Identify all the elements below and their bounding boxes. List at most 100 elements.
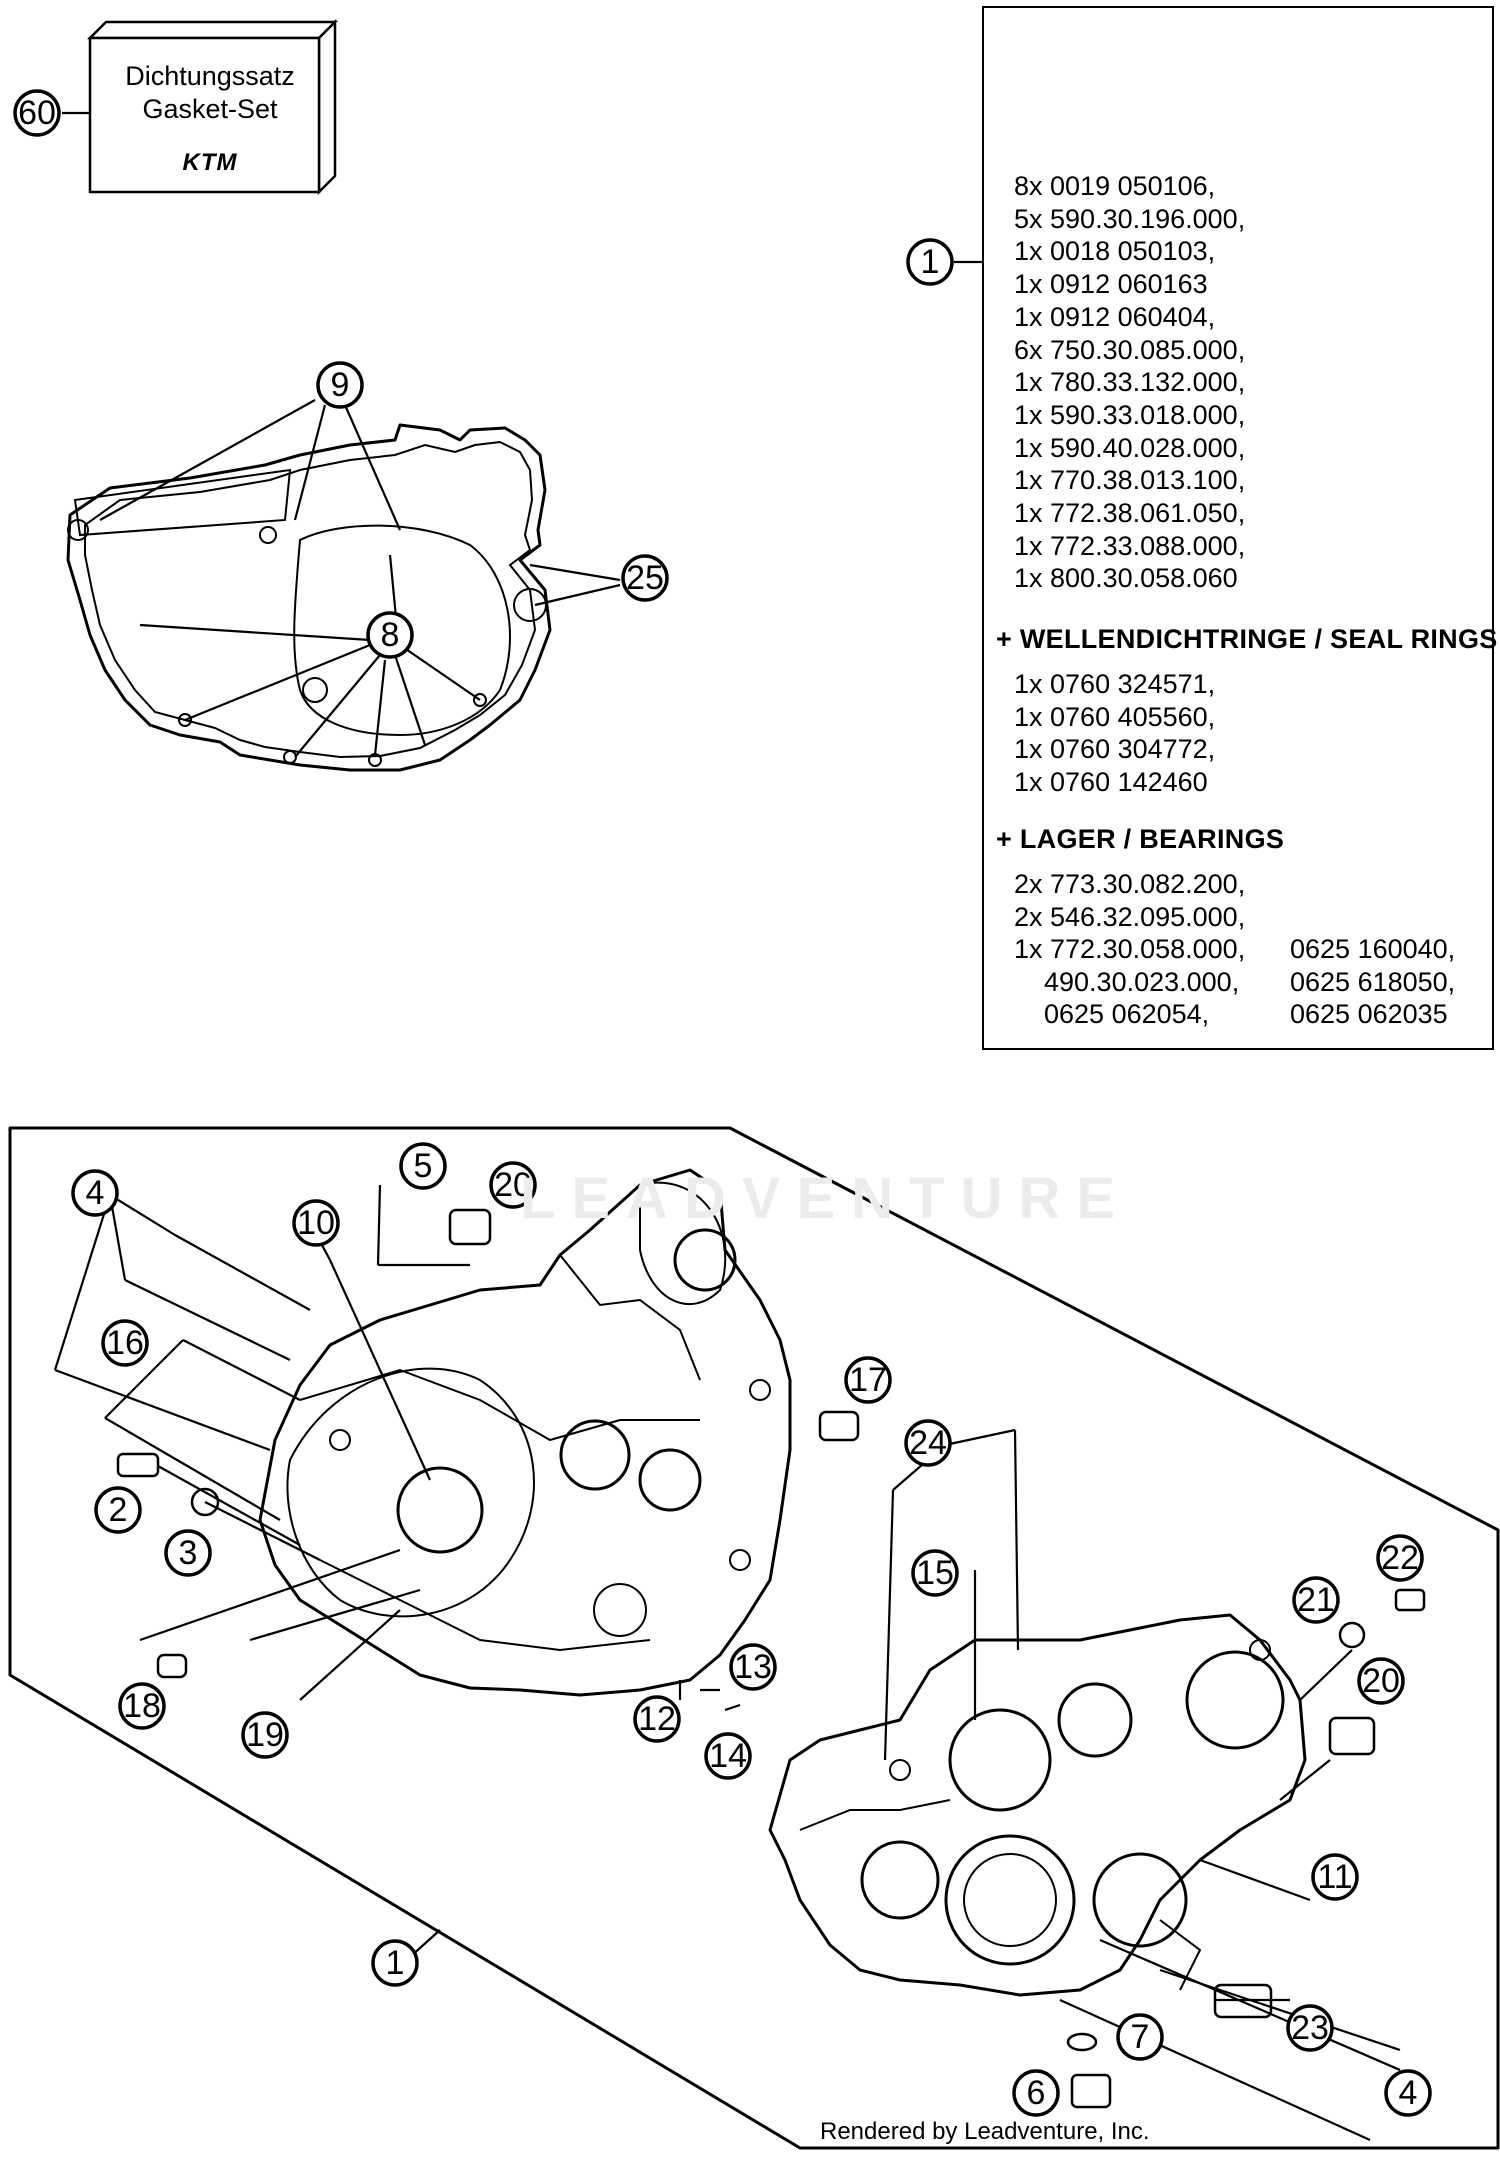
svg-text:17: 17 xyxy=(849,1361,887,1399)
callout-60[interactable]: 60 xyxy=(13,89,61,137)
svg-text:7: 7 xyxy=(1131,2018,1150,2056)
part-number-item: 8x 0019 050106, xyxy=(1014,171,1216,201)
svg-text:3: 3 xyxy=(179,1534,198,1572)
svg-text:1: 1 xyxy=(386,1944,405,1982)
bearings-header: + LAGER / BEARINGS xyxy=(996,824,1285,854)
svg-text:15: 15 xyxy=(916,1554,954,1592)
bearing-item: 0625 160040, xyxy=(1290,934,1456,964)
callout-25[interactable]: 25 xyxy=(621,554,669,602)
seal-rings-list: 1x 0760 324571,1x 0760 405560,1x 0760 30… xyxy=(1014,668,1215,798)
callout-6[interactable]: 6 xyxy=(1012,2069,1060,2117)
watermark: LEADVENTURE xyxy=(520,1166,1132,1231)
callout-10[interactable]: 10 xyxy=(292,1199,340,1247)
svg-text:13: 13 xyxy=(734,1648,772,1686)
svg-text:18: 18 xyxy=(123,1687,161,1725)
callout-1[interactable]: 1 xyxy=(371,1939,419,1987)
bearing-item: 1x 772.30.058.000, xyxy=(1014,934,1246,964)
dowel-pin-2 xyxy=(116,1452,160,1478)
bearing-item: 2x 546.32.095.000, xyxy=(1014,901,1246,932)
svg-text:4: 4 xyxy=(86,1174,105,1212)
seal-ring-item: 1x 0760 405560, xyxy=(1014,701,1216,732)
bushing-17 xyxy=(818,1410,860,1442)
callout-20-right[interactable]: 20 xyxy=(1357,1657,1405,1705)
seal-ring-item: 1x 0760 324571, xyxy=(1014,669,1216,699)
callout-18[interactable]: 18 xyxy=(118,1682,166,1730)
part-number-item: 1x 770.38.013.100, xyxy=(1014,465,1246,496)
bearing-item: 0625 062035 xyxy=(1290,999,1448,1029)
left-crankcase-half xyxy=(258,1168,792,1697)
callout-15[interactable]: 15 xyxy=(911,1549,959,1597)
callout-5[interactable]: 5 xyxy=(399,1142,447,1190)
bearings-list-col2: 0625 160040,0625 618050,0625 062035 xyxy=(1290,933,1455,1031)
exploded-leaders xyxy=(53,1184,1401,2142)
bearing-item: 0625 062054, xyxy=(1014,999,1210,1029)
callout-22[interactable]: 22 xyxy=(1376,1534,1424,1582)
part-number-item: 1x 772.38.061.050, xyxy=(1014,498,1246,529)
svg-text:6: 6 xyxy=(1027,2074,1046,2112)
callout-3[interactable]: 3 xyxy=(164,1529,212,1577)
callout-9[interactable]: 9 xyxy=(316,361,364,409)
crankcase-gasket-drawing xyxy=(66,423,552,772)
callout-4-top[interactable]: 4 xyxy=(71,1169,119,1217)
part-number-item: 1x 590.40.028.000, xyxy=(1014,432,1246,463)
callout-4-bottom[interactable]: 4 xyxy=(1384,2069,1432,2117)
svg-text:1: 1 xyxy=(921,243,940,281)
svg-text:2: 2 xyxy=(109,1491,128,1529)
bushing-20-top xyxy=(448,1208,492,1246)
callout-23[interactable]: 23 xyxy=(1286,2004,1334,2052)
parts-list: 8x 0019 050106,5x 590.30.196.000,1x 0018… xyxy=(1014,170,1245,595)
seal-rings-header: + WELLENDICHTRINGE / SEAL RINGS xyxy=(996,624,1498,654)
gasket-set-label: Dichtungssatz Gasket-Set KTM xyxy=(90,22,330,192)
plug-6 xyxy=(1070,2073,1112,2109)
seal-ring-item: 1x 0760 142460 xyxy=(1014,766,1208,797)
callout-16[interactable]: 16 xyxy=(101,1319,149,1367)
callout-7[interactable]: 7 xyxy=(1116,2013,1164,2061)
svg-text:25: 25 xyxy=(626,559,664,597)
part-number-item: 1x 590.33.018.000, xyxy=(1014,399,1246,430)
washer-21 xyxy=(1338,1621,1366,1649)
svg-text:60: 60 xyxy=(18,94,56,132)
callout-13[interactable]: 13 xyxy=(729,1643,777,1691)
gasket-label-en: Gasket-Set xyxy=(142,94,278,124)
bushing-18 xyxy=(156,1653,188,1679)
bearing-item: 0625 618050, xyxy=(1290,966,1456,997)
sensor-22 xyxy=(1394,1588,1426,1612)
washer-7 xyxy=(1066,2032,1098,2052)
svg-text:20: 20 xyxy=(494,1166,532,1204)
part-number-item: 1x 0912 060404, xyxy=(1014,301,1216,332)
callout-14[interactable]: 14 xyxy=(704,1732,752,1780)
part-number-item: 1x 780.33.132.000, xyxy=(1014,367,1246,398)
svg-text:4: 4 xyxy=(1399,2074,1418,2112)
bearings-list-col1: 2x 773.30.082.200,2x 546.32.095.000,1x 7… xyxy=(1014,868,1245,1031)
part-number-item: 5x 590.30.196.000, xyxy=(1014,203,1246,234)
part-number-item: 1x 0912 060163 xyxy=(1014,269,1208,300)
bearing-item: 2x 773.30.082.200, xyxy=(1014,869,1246,899)
callout-1-parts-box[interactable]: 1 xyxy=(906,238,954,286)
svg-text:20: 20 xyxy=(1362,1662,1400,1700)
callout-20-top[interactable]: 20 xyxy=(489,1161,537,1209)
part-number-item: 1x 800.30.058.060 xyxy=(1014,563,1238,594)
svg-text:16: 16 xyxy=(106,1324,144,1362)
callout-19[interactable]: 19 xyxy=(241,1711,289,1759)
svg-text:14: 14 xyxy=(709,1737,747,1775)
callout-21[interactable]: 21 xyxy=(1292,1576,1340,1624)
bushing-20-right xyxy=(1328,1716,1376,1756)
seal-ring-item: 1x 0760 304772, xyxy=(1014,734,1216,764)
svg-text:12: 12 xyxy=(638,1700,676,1738)
svg-text:8: 8 xyxy=(381,616,400,654)
callout-24[interactable]: 24 xyxy=(904,1419,952,1467)
callout-11[interactable]: 11 xyxy=(1311,1853,1359,1901)
ktm-logo: KTM xyxy=(182,149,238,176)
svg-text:22: 22 xyxy=(1381,1539,1419,1577)
callout-12[interactable]: 12 xyxy=(633,1695,681,1743)
gasket-label-de: Dichtungssatz xyxy=(125,61,295,91)
part-number-item: 6x 750.30.085.000, xyxy=(1014,334,1246,365)
svg-text:19: 19 xyxy=(246,1716,284,1754)
callout-17[interactable]: 17 xyxy=(844,1356,892,1404)
footer-credit: Rendered by Leadventure, Inc. xyxy=(820,2118,1150,2145)
callout-8[interactable]: 8 xyxy=(366,611,414,659)
callout-2[interactable]: 2 xyxy=(94,1486,142,1534)
right-crankcase-half xyxy=(768,1613,1307,1997)
part-number-item: 1x 0018 050103, xyxy=(1014,236,1216,267)
svg-text:23: 23 xyxy=(1291,2009,1329,2047)
